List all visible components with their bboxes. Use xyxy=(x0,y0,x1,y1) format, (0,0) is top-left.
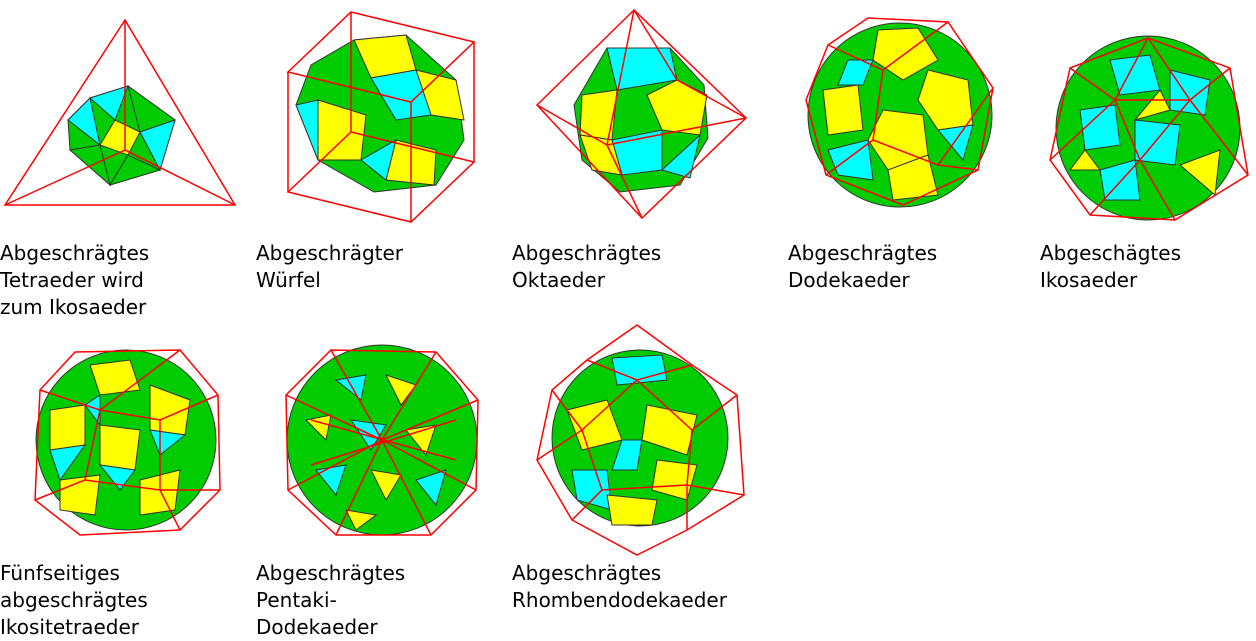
polyhedron-card: Abgeschrägtes Pentaki- Dodekaeder xyxy=(256,340,508,640)
polyhedron-card: Abgeschrägtes Tetraeder wird zum Ikosaed… xyxy=(0,0,252,340)
snub-tetrahedron-icosahedron-figure xyxy=(0,0,252,215)
snub-rhombic-dodecahedron-figure xyxy=(512,320,764,560)
solid xyxy=(296,35,464,192)
solid xyxy=(552,350,728,526)
polyhedron-card: Abgeschägtes Ikosaeder xyxy=(1040,0,1256,340)
solid xyxy=(36,350,216,530)
polyhedron-card: Fünfseitiges abgeschrägtes Ikositetraede… xyxy=(0,340,252,640)
snub-cube-figure xyxy=(256,0,508,225)
snub-icosahedron-figure xyxy=(1040,0,1256,225)
polyhedron-caption: Abgeschrägtes Tetraeder wird zum Ikosaed… xyxy=(0,240,252,321)
polyhedron-caption: Abgeschrägtes Oktaeder xyxy=(512,240,764,294)
polyhedron-caption: Abgeschrägtes Rhombendodekaeder xyxy=(512,560,764,614)
pentakis-dodecahedron-figure xyxy=(256,340,508,540)
polyhedron-caption: Abgeschägtes Ikosaeder xyxy=(1040,240,1256,294)
polyhedron-caption: Abgeschrägtes Dodekaeder xyxy=(788,240,1040,294)
pentagonal-icositetrahedron-figure xyxy=(0,340,252,540)
polyhedron-card: Abgeschrägtes Rhombendodekaeder xyxy=(512,320,764,640)
solid xyxy=(574,48,708,192)
snub-dodecahedron-figure xyxy=(788,0,1040,225)
polyhedron-card: Abgeschrägter Würfel xyxy=(256,0,508,340)
snub-octahedron-figure xyxy=(512,0,764,225)
polyhedron-caption: Abgeschrägter Würfel xyxy=(256,240,508,294)
polyhedron-caption: Abgeschrägtes Pentaki- Dodekaeder xyxy=(256,560,508,641)
polyhedron-card: Abgeschrägtes Oktaeder xyxy=(512,0,764,340)
polyhedron-caption: Fünfseitiges abgeschrägtes Ikositetraede… xyxy=(0,560,252,641)
polyhedron-card: Abgeschrägtes Dodekaeder xyxy=(788,0,1040,340)
solid xyxy=(68,86,175,185)
